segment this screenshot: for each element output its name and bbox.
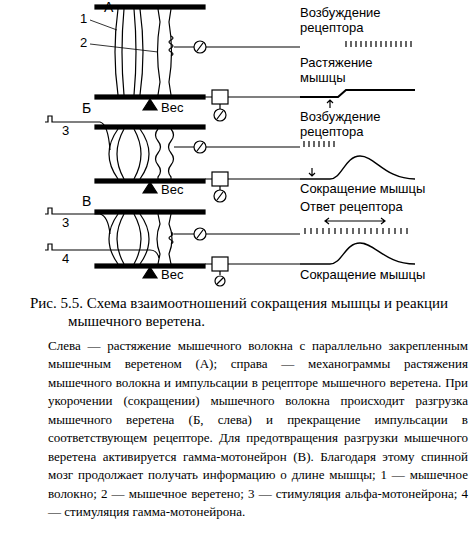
callout-number: 2 [80, 36, 87, 51]
leader-line [90, 44, 158, 52]
gauge [214, 190, 226, 202]
weight-support [143, 182, 157, 193]
figure-caption: Рис. 5.5. Схема взаимоотношений сокращен… [30, 294, 475, 330]
caption-body: Слева — растяжение мышечного волокна с п… [48, 337, 468, 522]
trace-label: Сокращение мышцы [300, 182, 425, 197]
leader-line [90, 20, 117, 30]
signal-wire [205, 97, 300, 109]
signal-wire [174, 146, 300, 147]
stimulus-pulse [45, 208, 55, 214]
transducer-box [212, 257, 228, 271]
gauge [194, 141, 206, 153]
weight-label: Вес [161, 268, 183, 283]
signal-wire [174, 233, 300, 234]
gauge-needle [197, 143, 203, 151]
gauge [194, 228, 206, 240]
signal-wire [205, 179, 300, 190]
transducer-box [212, 172, 228, 186]
muscle-fibre [109, 129, 149, 179]
trace-label: Возбуждение рецептора [300, 110, 400, 140]
gauge-needle [217, 192, 223, 200]
stretch-trace [300, 90, 415, 97]
fixation-bar [95, 210, 205, 214]
receptor-coil [169, 36, 173, 56]
interval-bracket [325, 218, 385, 224]
marker-arrow [309, 168, 315, 176]
marker-arrow [327, 100, 333, 108]
muscle-fibre [109, 214, 149, 264]
gauge-needle [197, 230, 203, 238]
stimulus-wire [55, 250, 159, 258]
trace-label: Растяжение мышцы [300, 56, 400, 86]
gauge [215, 276, 225, 286]
gauge [214, 109, 226, 121]
stimulus-wire [55, 214, 110, 234]
panel-letter: Б [82, 100, 91, 116]
impulse-tick [346, 41, 411, 47]
muscle-spindle [158, 9, 172, 95]
transducer-box [212, 90, 228, 104]
trace-label: Сокращение мышцы [300, 268, 425, 283]
weight-support [143, 267, 157, 278]
panel-letter: А [104, 0, 113, 15]
trace-label: Возбуждение рецептора [300, 6, 400, 36]
contraction-trace [300, 156, 415, 179]
callout-number: 3 [62, 124, 69, 139]
impulse-tick [305, 228, 407, 234]
weight-label: Вес [161, 101, 183, 116]
contraction-trace [300, 243, 415, 264]
weight-support [143, 99, 157, 110]
muscle-fibre [115, 9, 143, 95]
trace-label: Ответ рецептора [300, 200, 403, 215]
gauge [194, 41, 206, 53]
weight-label: Вес [161, 183, 183, 198]
gauge-needle [217, 111, 223, 119]
stimulus-pulse [45, 116, 55, 122]
fixation-bar [95, 125, 205, 129]
stimulus-pulse [45, 244, 55, 250]
muscle-spindle [156, 129, 174, 179]
stimulus-wire [55, 122, 110, 150]
signal-wire [205, 264, 300, 275]
receptor-coil [169, 232, 173, 244]
callout-number: 4 [62, 252, 69, 267]
gauge-needle [197, 43, 203, 51]
panel-letter: В [82, 193, 91, 209]
callout-number: 1 [80, 12, 87, 27]
muscle-spindle [157, 214, 172, 264]
callout-number: 3 [62, 216, 69, 231]
gauge-needle [217, 278, 223, 284]
signal-wire [174, 46, 300, 47]
impulse-tick [304, 141, 334, 147]
